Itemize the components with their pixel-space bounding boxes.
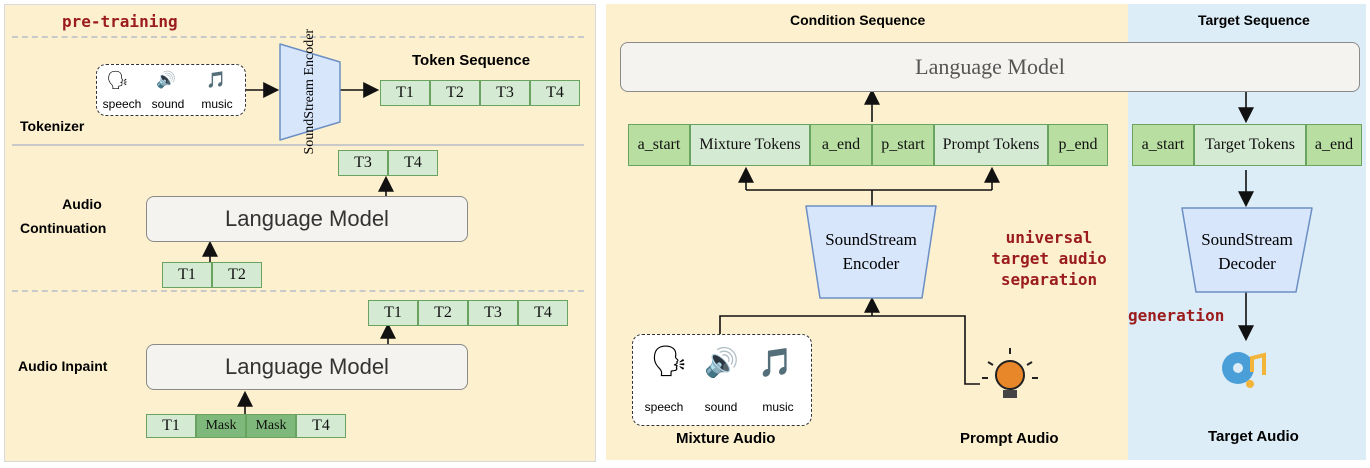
music-icon: 🎵 [758, 347, 793, 378]
speech-icon: 🗣 [650, 345, 689, 378]
sound-label: sound [704, 400, 738, 414]
mixture-audio-label: Mixture Audio [676, 430, 776, 447]
language-model-continuation: Language Model [146, 196, 468, 242]
token: T4 [530, 80, 580, 106]
pretraining-label: pre-training [62, 12, 178, 31]
encoder-shape-left [279, 43, 341, 141]
token: T2 [418, 300, 468, 326]
token: T1 [146, 414, 196, 438]
music-label: music [762, 400, 794, 414]
prompt-tokens: Prompt Tokens [934, 124, 1048, 166]
continuation-label-2: Continuation [20, 220, 107, 236]
target-audio-label: Target Audio [1208, 428, 1299, 445]
music-label: music [201, 97, 233, 111]
a-end-token: a_end [810, 124, 872, 166]
sound-icon: 🔊 [704, 347, 739, 378]
mask-token: Mask [246, 414, 296, 438]
token: T1 [368, 300, 418, 326]
token: T3 [468, 300, 518, 326]
task-label-3: separation [1000, 269, 1098, 289]
token: T1 [162, 262, 212, 288]
a-start-token: a_start [628, 124, 690, 166]
sound-icon: 🔊 [156, 72, 176, 89]
encoder-block-main: SoundStream Encoder [806, 228, 936, 276]
token: T2 [430, 80, 480, 106]
mixture-tokens: Mixture Tokens [690, 124, 810, 166]
disc-icon [1222, 352, 1266, 388]
target-header: Target Sequence [1198, 12, 1310, 28]
token: T2 [212, 262, 262, 288]
speech-icon: 🗣 [106, 70, 129, 90]
token: T4 [518, 300, 568, 326]
speech-label: speech [102, 97, 142, 111]
task-label-1: universal [1005, 228, 1093, 247]
target-tokens: Target Tokens [1194, 124, 1306, 166]
encoder-label-1: SoundStream [825, 230, 917, 249]
task-label: universal target audio separation [980, 228, 1118, 290]
decoder-block: SoundStream Decoder [1182, 228, 1312, 276]
a-end-token: a_end [1306, 124, 1362, 166]
decoder-label-2: Decoder [1218, 253, 1276, 273]
sound-label: sound [151, 97, 185, 111]
generation-label: generation [1128, 306, 1225, 325]
task-label-2: target audio [991, 248, 1107, 268]
continuation-label-1: Audio [62, 196, 102, 212]
inpaint-label: Audio Inpaint [18, 358, 108, 374]
bulb-icon [982, 348, 1038, 398]
section-divider [12, 36, 584, 38]
encoder-label-2: Encoder [842, 253, 900, 273]
token-sequence-label: Token Sequence [412, 52, 531, 69]
condition-header: Condition Sequence [790, 12, 926, 28]
section-divider [12, 290, 584, 292]
tokenizer-label: Tokenizer [20, 118, 85, 134]
speech-label: speech [644, 400, 684, 414]
encoder-label-left: SoundStream Encoder [302, 29, 318, 155]
a-start-token: a_start [1132, 124, 1194, 166]
encoder-block-left: SoundStream Encoder [280, 29, 340, 155]
input-audio-box [96, 64, 246, 116]
p-end-token: p_end [1048, 124, 1108, 166]
language-model-main: Language Model [620, 42, 1360, 92]
token: T3 [338, 150, 388, 176]
mask-token: Mask [196, 414, 246, 438]
mixture-audio-box [632, 334, 812, 426]
language-model-inpaint: Language Model [146, 344, 468, 390]
prompt-audio-label: Prompt Audio [960, 430, 1059, 447]
token: T3 [480, 80, 530, 106]
section-divider [12, 144, 584, 146]
token: T1 [380, 80, 430, 106]
token: T4 [388, 150, 438, 176]
token: T4 [296, 414, 346, 438]
music-icon: 🎵 [206, 72, 226, 89]
decoder-label-1: SoundStream [1201, 230, 1293, 249]
p-start-token: p_start [872, 124, 934, 166]
